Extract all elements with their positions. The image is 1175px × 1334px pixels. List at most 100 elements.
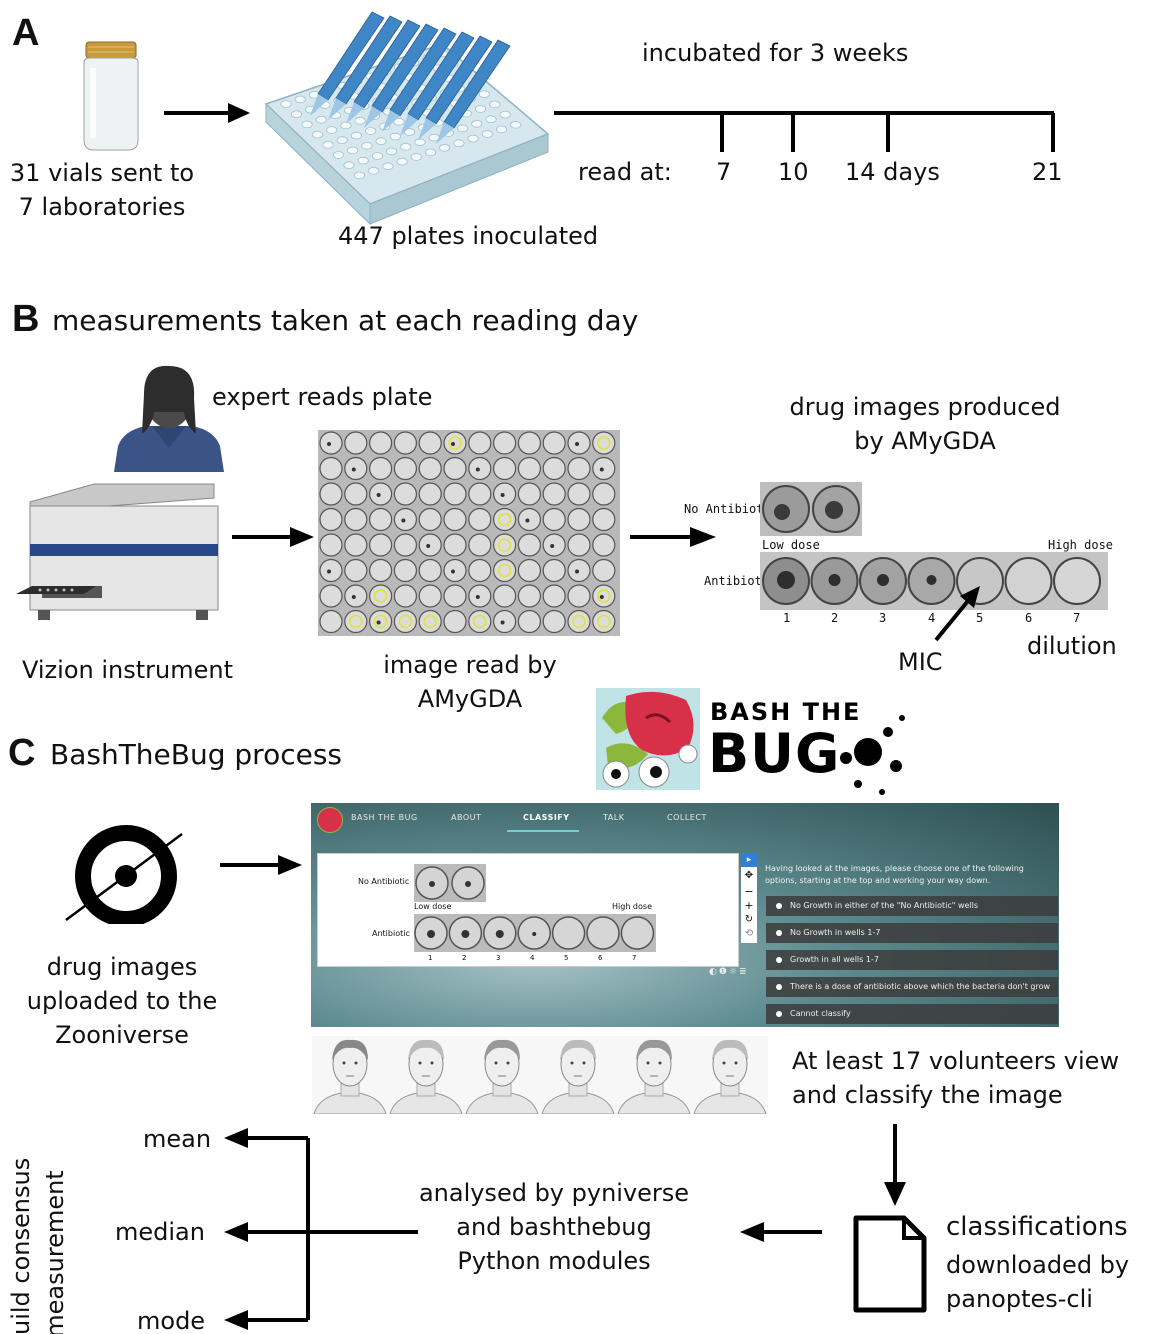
upload-label-line2: uploaded to the <box>26 987 218 1015</box>
detected-growth-marker <box>497 512 512 527</box>
read-day-14: 14 days <box>845 158 940 186</box>
plate-well <box>301 120 313 129</box>
plate-well <box>315 116 327 124</box>
volunteer-eye <box>494 1061 498 1065</box>
growth-spot <box>376 620 381 625</box>
inoculated-plate-icon <box>264 11 550 226</box>
plate-well <box>326 126 338 134</box>
plate-image-well <box>418 431 442 455</box>
arrow-to-analysis <box>740 1222 822 1242</box>
instrument-label: Vizion instrument <box>22 656 233 684</box>
pointer-tool-icon[interactable]: ▸ <box>741 853 757 867</box>
drug-images-label-line1: drug images produced <box>789 393 1061 421</box>
well-number-5: 5 <box>976 611 984 625</box>
plate-image-well <box>319 482 343 506</box>
plate-image-amygda <box>318 430 620 636</box>
plate-image-well <box>517 558 541 583</box>
zooniverse-nav-bar: BASH THE BUG ABOUT CLASSIFY TALK COLLECT <box>311 803 1059 833</box>
growth-spot <box>475 595 480 599</box>
reset-icon[interactable]: ⟲ <box>744 928 754 939</box>
subject-viewer[interactable]: No Antibiotic Low dose High dose Antibio… <box>317 853 739 967</box>
volunteer-eye <box>506 1061 510 1065</box>
detected-growth-marker <box>596 614 611 629</box>
plate-image-well <box>319 456 343 481</box>
zui-antibiotic-strip <box>414 914 656 952</box>
growth-spot <box>575 569 579 574</box>
plate-image-well <box>368 584 393 608</box>
zui-well-numbers: 1 2 3 4 5 6 7 <box>414 954 656 964</box>
zui-antibiotic-well <box>551 916 586 950</box>
volunteer-hair <box>636 1039 672 1060</box>
plate-image-well <box>443 482 467 506</box>
plate-image-well <box>542 507 566 532</box>
no-antibiotic-strip <box>760 482 862 536</box>
zui-well-2: 2 <box>462 954 467 962</box>
growth-spot <box>461 930 470 938</box>
panel-c-letter: C <box>8 732 36 774</box>
pipette-tip-end <box>328 98 346 120</box>
plate-image-well <box>393 584 418 608</box>
growth-spot <box>426 544 431 548</box>
option-dose-threshold[interactable]: There is a dose of antibiotic above whic… <box>766 977 1058 997</box>
nav-talk[interactable]: TALK <box>603 813 625 822</box>
rotate-icon[interactable]: ↻ <box>744 914 754 925</box>
plate-image-well <box>592 482 616 506</box>
plate-well <box>481 130 493 138</box>
plate-image-well <box>517 431 541 455</box>
zoom-in-icon[interactable]: + <box>744 899 754 912</box>
plate-well <box>382 162 394 171</box>
plate-well <box>471 120 483 128</box>
option-growth-all-wells[interactable]: Growth in all wells 1-7 <box>766 950 1058 970</box>
zui-well-3: 3 <box>496 954 501 962</box>
plate-image-well <box>368 456 393 481</box>
image-read-label-line2: AMyGDA <box>417 685 523 713</box>
pan-tool-icon[interactable]: ✥ <box>744 870 754 881</box>
detected-growth-marker <box>473 614 487 629</box>
plate-image-well <box>592 507 616 532</box>
dilution-label: dilution <box>1027 632 1117 660</box>
nav-classify[interactable]: CLASSIFY <box>523 813 570 822</box>
growth-spot <box>599 467 604 472</box>
plate-image-well <box>517 507 541 532</box>
growth-spot <box>525 518 530 523</box>
nav-about[interactable]: ABOUT <box>451 813 482 822</box>
pipette-tip-end <box>346 102 364 124</box>
growth-spot <box>401 518 406 523</box>
zooniverse-brand[interactable]: BASH THE BUG <box>351 813 418 822</box>
plate-well <box>322 141 334 149</box>
plate-image-well <box>567 533 591 557</box>
plate-image-well <box>319 507 343 532</box>
plate-image-well <box>567 507 591 532</box>
bash-the-bug-logo: BASH THE BUG <box>596 688 905 795</box>
well-number-6: 6 <box>1025 611 1033 625</box>
zoom-out-icon[interactable]: − <box>744 885 754 898</box>
nav-collect[interactable]: COLLECT <box>667 813 707 822</box>
growth-spot <box>926 575 937 585</box>
option-no-growth-wells[interactable]: No Growth in wells 1-7 <box>766 923 1058 943</box>
growth-spot <box>828 574 841 586</box>
zui-well-4: 4 <box>530 954 535 962</box>
high-dose-label: High dose <box>1048 538 1114 552</box>
plate-well <box>396 157 408 166</box>
volunteer-eye <box>734 1061 738 1065</box>
plate-image-well <box>517 482 541 506</box>
incubation-label: incubated for 3 weeks <box>642 39 909 67</box>
growth-spot <box>427 930 435 938</box>
logo-line1: BASH THE <box>710 698 861 726</box>
detected-growth-marker <box>572 614 586 629</box>
growth-spot <box>550 544 555 548</box>
option-cannot-classify[interactable]: Cannot classify <box>766 1004 1058 1024</box>
plate-well <box>439 144 451 152</box>
stat-mode: mode <box>137 1307 206 1334</box>
volunteer-eye <box>646 1061 650 1065</box>
plate-image-well <box>443 558 467 583</box>
panel-b-title: measurements taken at each reading day <box>52 304 639 337</box>
option-no-growth-no-antibiotic[interactable]: No Growth in either of the "No Antibioti… <box>766 896 1058 916</box>
viewer-controls-icons[interactable]: ◐❶☼≣ <box>709 967 749 977</box>
classifications-title: classifications <box>946 1212 1128 1242</box>
plate-image-well <box>368 609 393 634</box>
plate-image-well <box>542 558 566 583</box>
plate-well <box>457 124 469 133</box>
zooniverse-project-avatar[interactable] <box>317 807 343 833</box>
plate-image-well <box>443 584 467 608</box>
